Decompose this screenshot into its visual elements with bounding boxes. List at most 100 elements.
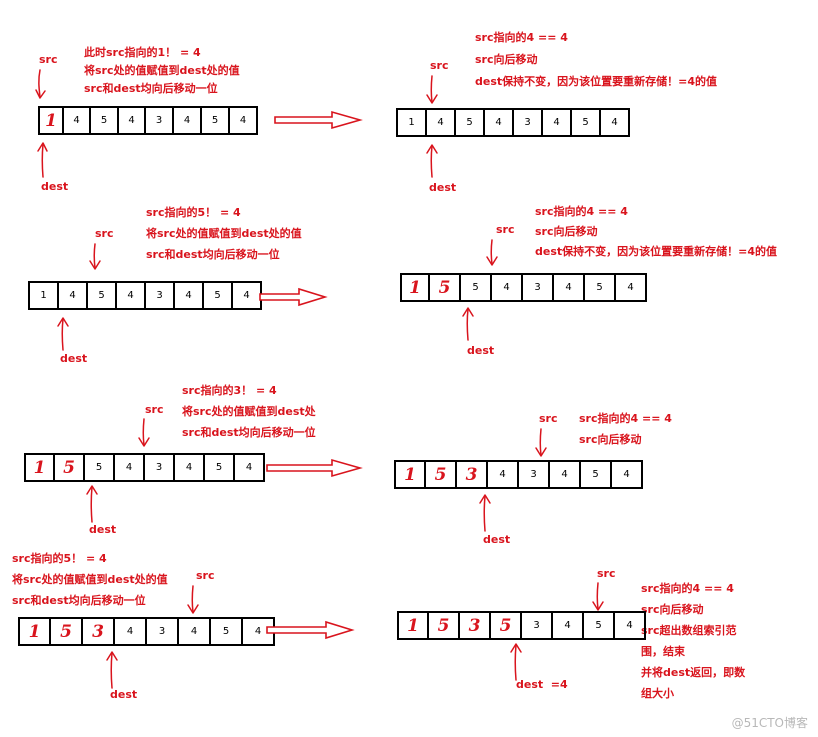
step7-dest-label: dest (110, 688, 138, 701)
step2-note-line3: dest保持不变，因为该位置要重新存储！=4的值 (475, 75, 718, 88)
step6-dest-label: dest (483, 533, 511, 546)
step4-array: 1 5 5 4 3 4 5 4 (400, 273, 647, 302)
step7-cell-5: 4 (177, 617, 211, 646)
step6-note-line1: src指向的4 == 4 (579, 412, 672, 425)
step8-cell-5: 4 (551, 611, 584, 640)
step7-note-line1: src指向的5！ = 4 (12, 552, 107, 565)
step2-note: src指向的4 == 4 src向后移动 dest保持不变，因为该位置要重新存储… (475, 31, 717, 89)
step1-note: 此时src指向的1！ = 4 将src处的值赋值到dest处的值 src和des… (84, 46, 240, 96)
step8-note-line6: 组大小 (641, 687, 674, 700)
step7-note: src指向的5！ = 4 将src处的值赋值到dest处的值 src和dest均… (12, 552, 168, 608)
step5-note-line1: src指向的3！ = 4 (182, 384, 277, 397)
step1-cell-0: 1 (38, 106, 64, 135)
step5-array: 1 5 5 4 3 4 5 4 (24, 453, 265, 482)
step5-note-line3: src和dest均向后移动一位 (182, 426, 316, 439)
step2-dest-label: dest (429, 181, 457, 194)
step8-cell-2: 3 (458, 611, 491, 640)
step3-cell-6: 5 (202, 281, 233, 310)
step6-cell-6: 5 (579, 460, 612, 489)
step4-note-line1: src指向的4 == 4 (535, 205, 628, 218)
step2-dest-arrow-icon (426, 144, 438, 178)
step3-cell-1: 4 (57, 281, 88, 310)
step4-cell-2: 5 (459, 273, 492, 302)
step3-cell-5: 4 (173, 281, 204, 310)
step4-cell-6: 5 (583, 273, 616, 302)
step5-cell-4: 3 (143, 453, 175, 482)
step2-cell-3: 4 (483, 108, 514, 137)
step1-cell-5: 4 (172, 106, 202, 135)
step6-cell-0: 1 (394, 460, 426, 489)
step1-cell-4: 3 (144, 106, 174, 135)
step2-cell-4: 3 (512, 108, 543, 137)
step4-cell-5: 4 (552, 273, 585, 302)
step5-src-label: src (145, 403, 164, 416)
step2-cell-1: 4 (425, 108, 456, 137)
step7-array: 1 5 3 4 3 4 5 4 (18, 617, 275, 646)
step7-cell-2: 3 (81, 617, 115, 646)
step5-cell-6: 5 (203, 453, 235, 482)
step6-cell-2: 3 (455, 460, 488, 489)
step7-to-step8-arrow-icon (266, 620, 355, 640)
step5-cell-5: 4 (173, 453, 205, 482)
step8-cell-1: 5 (427, 611, 460, 640)
step4-cell-1: 5 (428, 273, 461, 302)
step5-src-arrow-icon (138, 418, 150, 447)
step6-cell-5: 4 (548, 460, 581, 489)
step8-cell-7: 4 (613, 611, 646, 640)
step1-cell-3: 4 (117, 106, 146, 135)
step3-cell-7: 4 (231, 281, 262, 310)
step8-note-line4: 围，结束 (641, 645, 685, 658)
step3-note-line2: 将src处的值赋值到dest处的值 (146, 227, 302, 240)
step4-cell-7: 4 (614, 273, 647, 302)
step8-dest-arrow-icon (510, 643, 522, 681)
step3-to-step4-arrow-icon (259, 287, 328, 307)
step4-note: src指向的4 == 4 src向后移动 dest保持不变，因为该位置要重新存储… (535, 205, 777, 259)
step6-cell-1: 5 (424, 460, 457, 489)
step8-cell-6: 5 (582, 611, 615, 640)
step8-dest-label: dest =4 (516, 678, 568, 691)
step3-cell-0: 1 (28, 281, 59, 310)
step3-cell-2: 5 (86, 281, 117, 310)
step1-cell-1: 4 (62, 106, 91, 135)
step1-note-line1: 此时src指向的1！ = 4 (84, 46, 201, 59)
step5-note: src指向的3！ = 4 将src处的值赋值到dest处 src和dest均向后… (182, 384, 316, 440)
step6-src-label: src (539, 412, 558, 425)
step8-note: src指向的4 == 4 src向后移动 src超出数组索引范 围，结束 并将d… (641, 582, 745, 701)
step8-cell-0: 1 (397, 611, 429, 640)
step4-cell-0: 1 (400, 273, 430, 302)
step8-note-line2: src向后移动 (641, 603, 704, 616)
step2-cell-6: 5 (570, 108, 601, 137)
step8-note-line5: 并将dest返回，即数 (641, 666, 746, 679)
step4-cell-3: 4 (490, 273, 523, 302)
step1-dest-label: dest (41, 180, 69, 193)
step6-array: 1 5 3 4 3 4 5 4 (394, 460, 643, 489)
step5-cell-2: 5 (83, 453, 115, 482)
step2-cell-2: 5 (454, 108, 485, 137)
step3-note-line3: src和dest均向后移动一位 (146, 248, 280, 261)
step7-note-line2: 将src处的值赋值到dest处的值 (12, 573, 168, 586)
step3-array: 1 4 5 4 3 4 5 4 (28, 281, 262, 310)
step2-note-line1: src指向的4 == 4 (475, 31, 568, 44)
step6-src-arrow-icon (535, 428, 547, 457)
step3-cell-3: 4 (115, 281, 146, 310)
step7-cell-6: 5 (209, 617, 243, 646)
step1-src-arrow-icon (35, 69, 46, 99)
step6-note: src指向的4 == 4 src向后移动 (579, 412, 672, 447)
step5-dest-label: dest (89, 523, 117, 536)
step6-dest-arrow-icon (479, 494, 491, 532)
step2-cell-5: 4 (541, 108, 572, 137)
step1-to-step2-arrow-icon (274, 110, 363, 130)
step7-cell-1: 5 (49, 617, 83, 646)
step4-dest-label: dest (467, 344, 495, 357)
step3-note-line1: src指向的5！ = 4 (146, 206, 241, 219)
step8-note-line3: src超出数组索引范 (641, 624, 737, 637)
step2-note-line2: src向后移动 (475, 53, 538, 66)
step8-array: 1 5 3 5 3 4 5 4 (397, 611, 646, 640)
step7-cell-0: 1 (18, 617, 51, 646)
step4-src-arrow-icon (486, 239, 498, 266)
step7-src-label: src (196, 569, 215, 582)
step4-cell-4: 3 (521, 273, 554, 302)
step7-dest-arrow-icon (106, 651, 118, 689)
step1-note-line2: 将src处的值赋值到dest处的值 (84, 64, 240, 77)
step7-src-arrow-icon (187, 585, 199, 614)
